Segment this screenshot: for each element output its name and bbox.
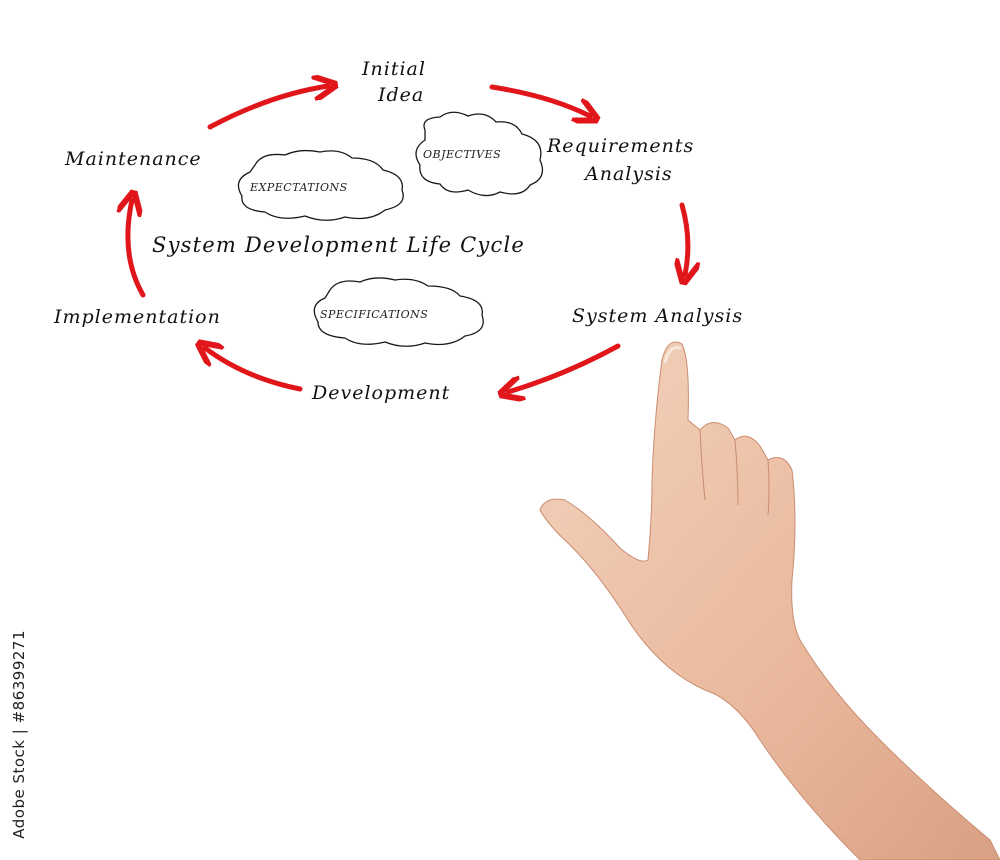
cloud-objectives-label: OBJECTIVES [423, 148, 502, 161]
cloud-specifications-shape [313, 277, 484, 347]
cloud-specifications-label: SPECIFICATIONS [320, 308, 429, 321]
stage-requirements-line2: Analysis [585, 163, 673, 185]
stage-requirements-line1: Requirements [547, 135, 695, 157]
diagram-title: System Development Life Cycle [152, 233, 525, 257]
cloud-expectations-shape [237, 149, 404, 221]
stage-maintenance: Maintenance [65, 148, 202, 170]
arrow-requirements-to-analysis [682, 202, 688, 275]
cloud-expectations-label: EXPECTATIONS [250, 181, 348, 194]
stage-initial-idea-line1: Initial [362, 58, 426, 80]
stage-system-analysis: System Analysis [572, 305, 744, 327]
stock-id-label: Adobe Stock | #86399271 [10, 630, 28, 839]
arrow-maintenance-to-idea [207, 86, 328, 130]
arrow-development-to-implementation [205, 348, 303, 392]
stage-development: Development [312, 382, 451, 404]
arrow-analysis-to-development [508, 343, 621, 392]
stage-implementation: Implementation [54, 306, 221, 328]
arrow-implementation-to-maintenance [128, 200, 146, 298]
cloud-objectives-shape [415, 111, 544, 197]
stage-initial-idea-line2: Idea [378, 84, 425, 106]
arrow-idea-to-requirements [489, 84, 590, 116]
